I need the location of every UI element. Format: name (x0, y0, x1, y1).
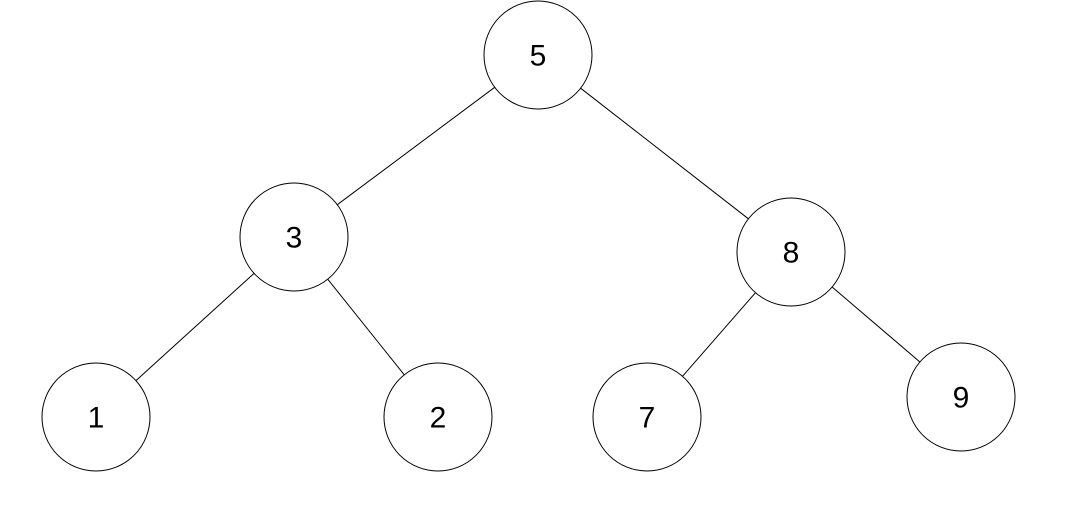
edge-layer (135, 86, 921, 382)
tree-edge-8-9 (831, 286, 921, 363)
tree-node-9[interactable]: 9 (906, 342, 1016, 452)
tree-node-8[interactable]: 8 (736, 197, 846, 307)
node-label-5: 5 (530, 40, 547, 73)
node-label-3: 3 (286, 222, 303, 255)
tree-node-2[interactable]: 2 (383, 362, 493, 472)
tree-node-3[interactable]: 3 (239, 182, 349, 292)
node-label-7: 7 (639, 402, 656, 435)
node-label-2: 2 (430, 402, 447, 435)
node-circle-7[interactable] (592, 362, 702, 472)
node-circle-3[interactable] (239, 182, 349, 292)
node-label-9: 9 (953, 382, 970, 415)
node-layer: 5 3 8 1 2 7 9 (41, 0, 1016, 472)
node-circle-2[interactable] (383, 362, 493, 472)
node-circle-5[interactable] (483, 0, 593, 110)
tree-edge-8-7 (682, 292, 756, 377)
tree-edge-5-8 (580, 87, 749, 220)
node-circle-9[interactable] (906, 342, 1016, 452)
tree-node-5[interactable]: 5 (483, 0, 593, 110)
node-label-1: 1 (88, 402, 105, 435)
tree-edge-3-1 (135, 272, 255, 382)
tree-node-7[interactable]: 7 (592, 362, 702, 472)
tree-edge-5-3 (336, 86, 496, 206)
tree-node-1[interactable]: 1 (41, 362, 151, 472)
node-circle-1[interactable] (41, 362, 151, 472)
node-circle-8[interactable] (736, 197, 846, 307)
tree-edge-3-2 (327, 278, 405, 376)
node-label-8: 8 (783, 237, 800, 270)
